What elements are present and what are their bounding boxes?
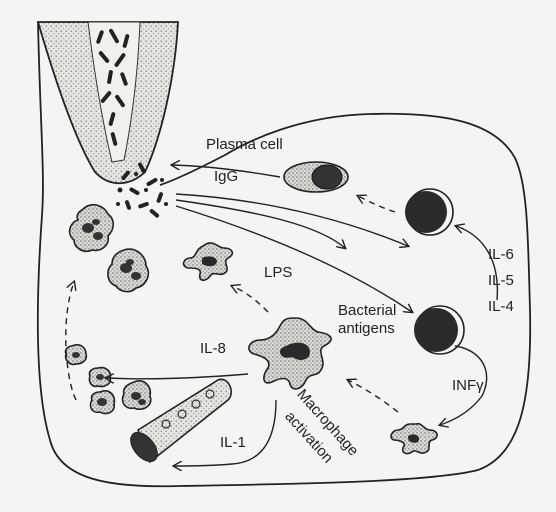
- label-lps: LPS: [264, 264, 292, 281]
- label-plasma-cell: Plasma cell: [206, 136, 283, 153]
- neutrophil-a: [70, 205, 114, 252]
- plasma-cell: [284, 162, 348, 192]
- label-bacterial: Bacterial: [338, 302, 396, 319]
- central-macrophage: [249, 318, 331, 389]
- label-il6: IL-6: [488, 246, 514, 263]
- label-il5: IL-5: [488, 272, 514, 289]
- b-cell: [405, 189, 453, 235]
- macrophage-lower: [391, 424, 437, 454]
- macrophage-upper: [184, 243, 233, 280]
- label-antigens: antigens: [338, 320, 395, 337]
- label-il4: IL-4: [488, 298, 514, 315]
- label-il1: IL-1: [220, 434, 246, 451]
- label-il8: IL-8: [200, 340, 226, 357]
- neutrophil-b: [108, 249, 148, 292]
- label-igg: IgG: [214, 168, 238, 185]
- label-infg: INFγ: [452, 377, 484, 394]
